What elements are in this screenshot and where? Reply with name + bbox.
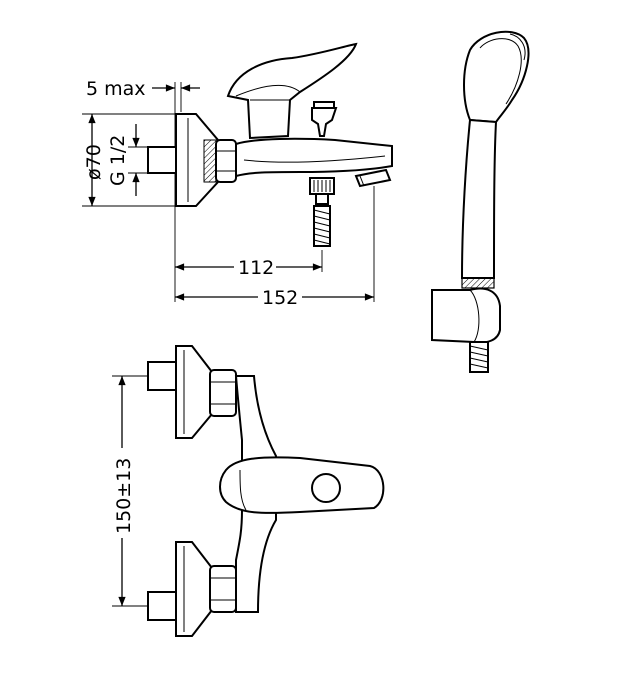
hose-coil-shower [469,341,489,373]
lower-flange [175,541,213,637]
flange-hatch [203,139,217,183]
label-spout-offset: 112 [238,257,274,279]
front-view [112,345,385,637]
thread-stub [147,146,177,174]
dimension-lines-side [88,84,375,301]
diverter-knob [311,107,338,137]
shower-head-rim [509,33,526,61]
hose-coil-side [313,205,331,247]
shower-head [463,30,530,124]
front-lever [219,456,385,514]
lower-thread-stub [147,591,177,621]
upper-flange [175,345,213,439]
outlet-line [359,175,365,187]
label-flange-diameter: ø70 [83,144,105,180]
diverter-cap [313,101,335,109]
connection-nut [215,139,237,183]
label-total-depth: 152 [262,287,298,309]
label-thread: G 1/2 [107,135,129,186]
label-center-distance: 150±13 [113,458,135,534]
label-wall-gap: 5 max [86,78,146,100]
lower-nut [209,565,237,613]
holder-contour [469,289,480,343]
upper-thread-stub [147,361,177,391]
hand-shower [431,30,530,373]
hose-nipple [315,193,329,205]
lever-handle [226,42,358,140]
shower-band [461,277,495,289]
lever-inner [239,469,247,511]
lever-contour [235,84,301,97]
mixer-body [235,137,393,178]
shower-head-face [479,38,522,105]
body-contour [243,155,386,163]
side-view [82,42,393,302]
lever-cap [311,473,341,503]
shower-handle [460,118,498,279]
wall-holder [431,287,501,344]
upper-nut [209,369,237,417]
spout-outlet [354,168,392,188]
